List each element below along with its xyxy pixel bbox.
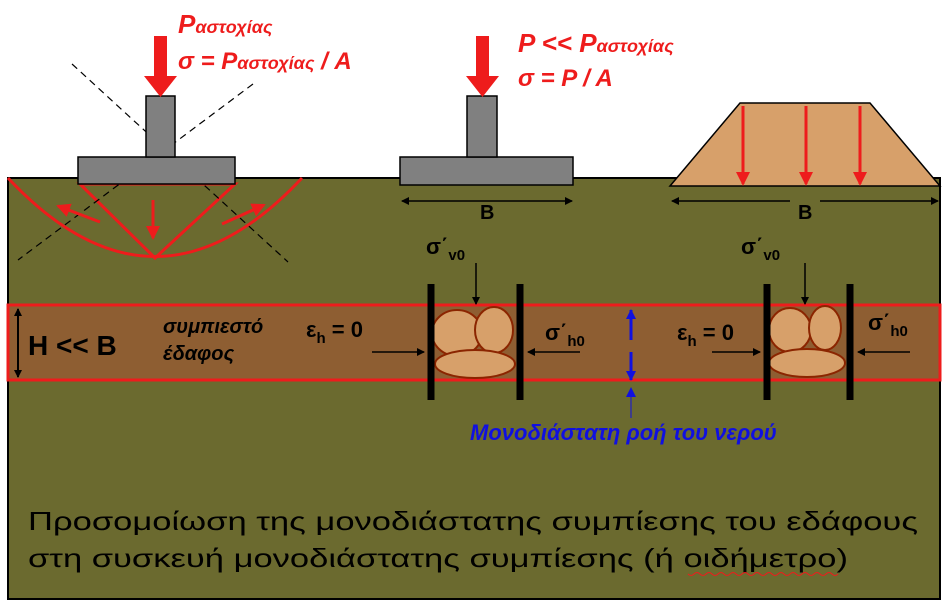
mid-footing-base (399, 156, 574, 186)
failure-stress-eq: σ = Pαστοχίας / A (178, 48, 352, 75)
oedometer-cell-left (427, 284, 524, 400)
water-flow-label: Μονοδιάστατη ροή του νερού (470, 420, 777, 445)
working-stress-eq: σ = P / A (518, 65, 613, 92)
left-footing-base (77, 156, 236, 185)
oedometer-cell-right (763, 284, 854, 400)
failure-load-label: Pαστοχίας (178, 9, 273, 39)
mid-footing-column (466, 95, 498, 158)
strain-label-right: εh = 0 (677, 320, 734, 350)
layer-thickness-label: H << B (28, 330, 117, 361)
sv0-label-left: σ΄v0 (426, 234, 465, 264)
embankment-load-arrows (736, 106, 867, 186)
strain-label-left: εh = 0 (306, 317, 363, 347)
sv0-label-right: σ΄v0 (741, 234, 780, 264)
working-load-label: P << Pαστοχίας (518, 28, 674, 58)
width-label-mid: B (480, 202, 494, 224)
soil-ground (7, 177, 941, 600)
load-arrow-left (144, 36, 177, 97)
layer-name-line1: συμπιεστό (163, 316, 263, 338)
load-arrow-mid (466, 36, 499, 97)
spellcheck-underline (687, 572, 839, 576)
sh0-label-left: σ΄h0 (545, 320, 585, 350)
caption-line1: Προσομοίωση της μονοδιάστατης συμπίεσης … (28, 506, 918, 536)
caption-line2: στη συσκευή μονοδιάστατης συμπίεσης (ή ο… (28, 543, 848, 573)
width-label-right: B (798, 202, 812, 224)
sh0-label-right: σ΄h0 (868, 310, 908, 340)
left-footing-column (145, 95, 176, 158)
layer-name-line2: έδαφος (163, 343, 234, 365)
